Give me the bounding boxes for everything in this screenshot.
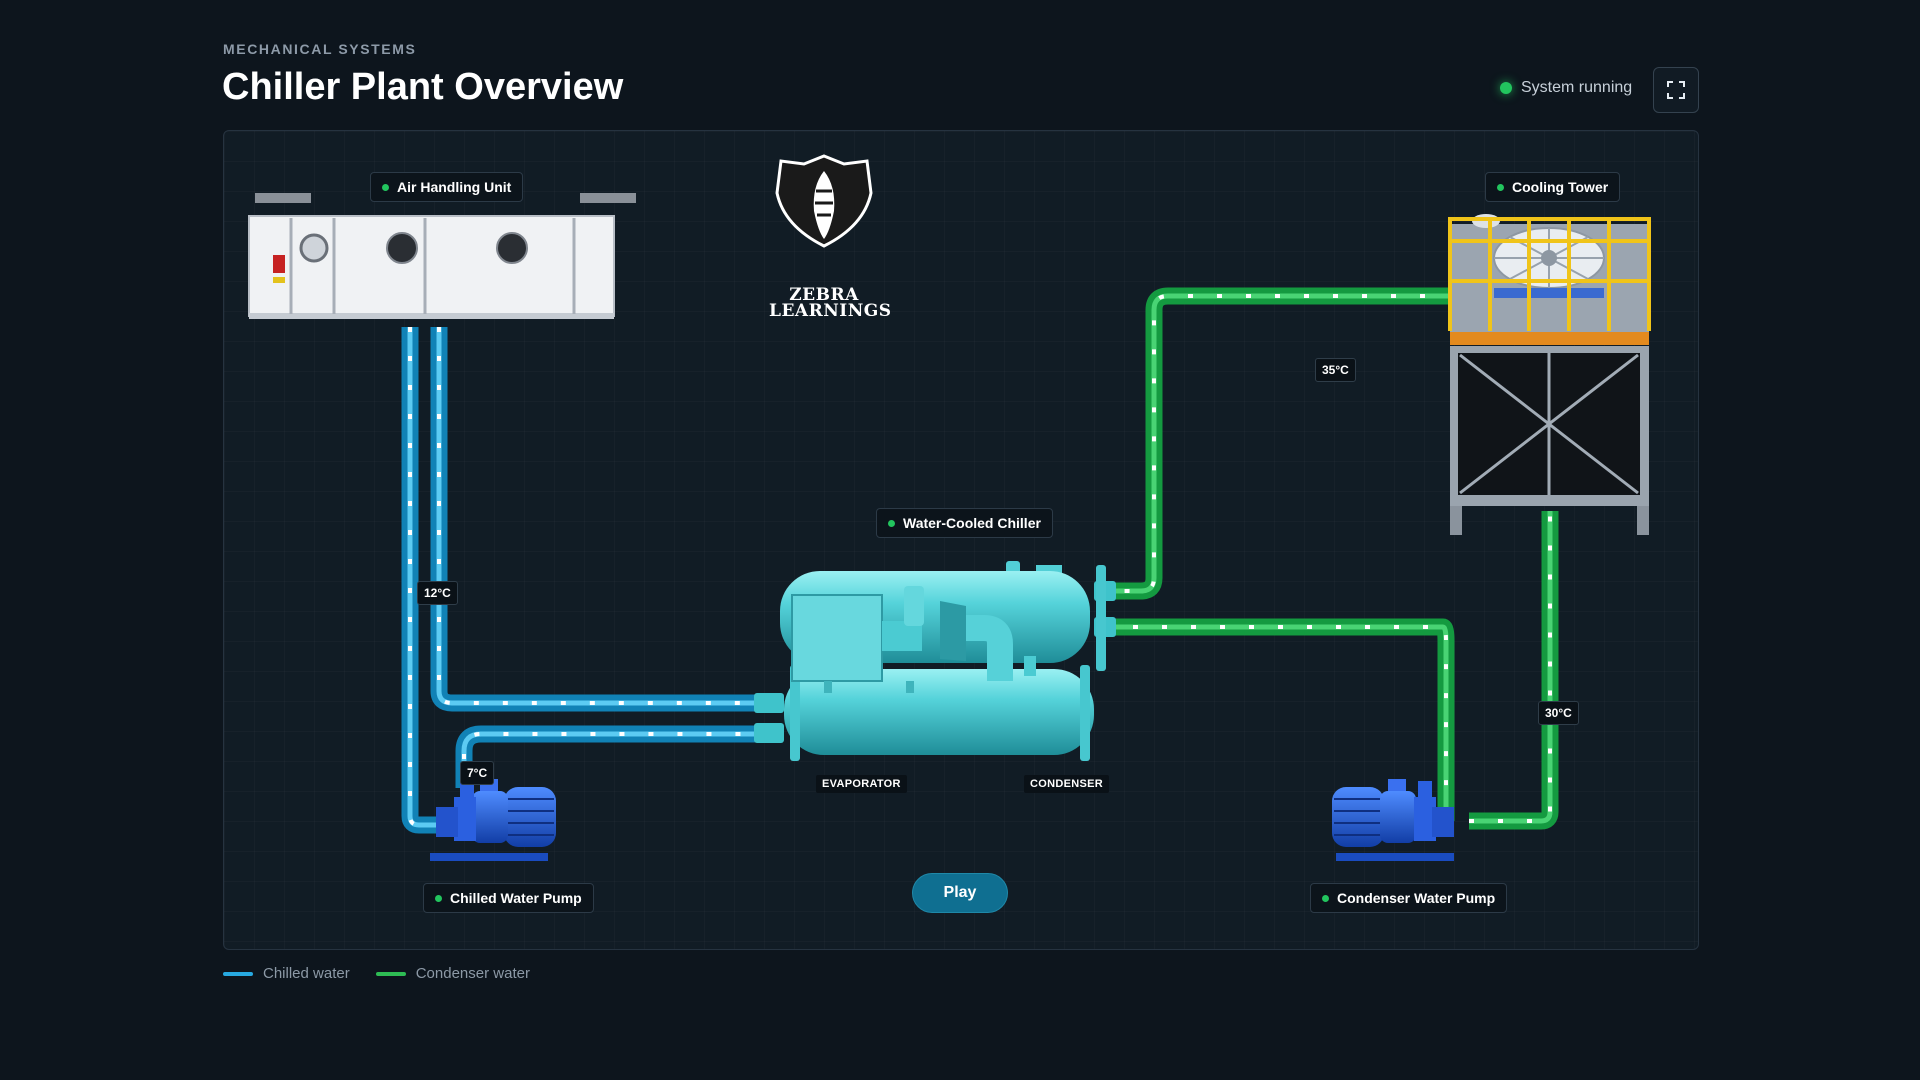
condenser-water-piping: [1104, 287, 1559, 830]
condenser-water-pump: [1332, 779, 1454, 861]
chilled-water-pump: [430, 779, 556, 861]
status-dot-icon: [888, 519, 895, 527]
condenser-water-swatch: [375, 971, 406, 976]
status-dot-icon: [1322, 894, 1329, 902]
condenser-label: CONDENSER: [1024, 775, 1109, 793]
water-cooled-chiller: [754, 561, 1116, 761]
logo-line-2: LEARNINGS: [769, 301, 892, 321]
section-eyebrow: MECHANICAL SYSTEMS: [223, 41, 417, 57]
cooling-tower-label: Cooling Tower: [1485, 172, 1621, 202]
legend-item-condenser: Condenser water: [375, 965, 530, 982]
status-dot-icon: [382, 183, 389, 191]
cw-leaving-temp: 35°C: [1315, 358, 1356, 382]
legend-label-condenser: Condenser water: [415, 965, 530, 982]
chw-supply-temp: 7°C: [460, 761, 495, 785]
legend-label-chilled: Chilled water: [263, 965, 350, 982]
ahu-label: Air Handling Unit: [370, 172, 524, 202]
legend: Chilled water Condenser water: [223, 965, 530, 982]
chw-return-temp: 12°C: [417, 581, 458, 605]
status-dot-icon: [1497, 183, 1504, 191]
chw-pump-label-text: Chilled Water Pump: [450, 890, 582, 906]
zebra-shield-icon: [775, 154, 873, 248]
status-dot-icon: [435, 894, 442, 902]
chilled-water-swatch: [223, 971, 253, 976]
evaporator-label: EVAPORATOR: [816, 775, 907, 793]
status-indicator-icon: [1500, 82, 1512, 94]
cooling-tower: [1448, 214, 1651, 535]
cw-entering-temp: 30°C: [1538, 701, 1579, 725]
system-status: System running: [1500, 79, 1632, 97]
play-button[interactable]: Play: [912, 873, 1008, 913]
chiller-label-text: Water-Cooled Chiller: [903, 515, 1041, 531]
logo-line-1: ZEBRA: [789, 285, 859, 305]
plant-diagram-panel: ZEBRA LEARNINGS Air Handling Unit Coolin…: [223, 130, 1699, 950]
cw-pump-label: Condenser Water Pump: [1310, 883, 1508, 913]
air-handling-unit: [248, 193, 636, 319]
page-title: Chiller Plant Overview: [222, 66, 624, 108]
chilled-water-piping: [401, 327, 769, 834]
status-text: System running: [1521, 79, 1633, 96]
chw-pump-label: Chilled Water Pump: [423, 883, 594, 913]
expand-icon: [1667, 81, 1685, 99]
brand-logo-text: ZEBRA LEARNINGS: [769, 285, 892, 321]
cooling-tower-label-text: Cooling Tower: [1512, 179, 1609, 195]
chiller-label: Water-Cooled Chiller: [876, 508, 1053, 538]
fullscreen-button[interactable]: [1653, 67, 1699, 113]
legend-item-chilled: Chilled water: [223, 965, 350, 982]
cw-pump-label-text: Condenser Water Pump: [1337, 890, 1496, 906]
plant-diagram: [248, 154, 1651, 861]
ahu-label-text: Air Handling Unit: [397, 179, 512, 195]
